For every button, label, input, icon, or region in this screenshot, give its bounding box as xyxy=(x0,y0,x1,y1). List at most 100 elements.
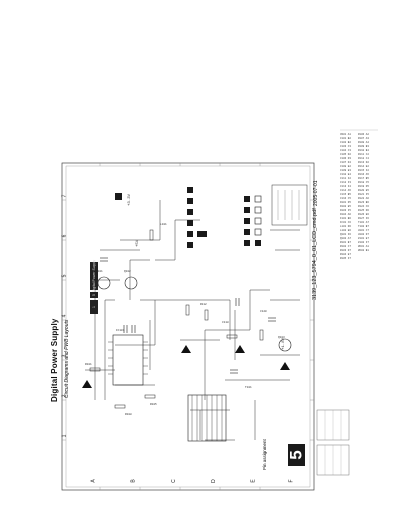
svg-text:R115 F2: R115 F2 xyxy=(358,169,369,172)
svg-text:D101 D5: D101 D5 xyxy=(340,201,351,204)
grid-column-5: 5 xyxy=(61,274,68,278)
svg-text:C111 F2: C111 F2 xyxy=(340,177,351,180)
svg-text:D103 F5: D103 F5 xyxy=(340,209,351,212)
svg-text:C109 E3: C109 E3 xyxy=(340,169,351,172)
svg-text:R123 B6: R123 B6 xyxy=(358,201,369,204)
grid-row-d: D xyxy=(210,479,217,483)
ic-pins xyxy=(108,341,148,375)
svg-text:ZD02 B1: ZD02 B1 xyxy=(358,249,369,252)
svg-text:Q102 A7: Q102 A7 xyxy=(340,237,351,240)
svg-text:L101: L101 xyxy=(160,223,167,226)
svg-text:L101 D6: L101 D6 xyxy=(340,225,351,228)
transistor-q1 xyxy=(97,276,111,290)
grid-row-b: B xyxy=(130,479,137,483)
svg-text:R114 E2: R114 E2 xyxy=(358,165,369,168)
svg-text:R109 B3: R109 B3 xyxy=(358,145,369,148)
svg-text:R101 B7: R101 B7 xyxy=(340,241,351,244)
svg-text:C114 A5: C114 A5 xyxy=(340,189,351,192)
svg-text:ZD01 A1: ZD01 A1 xyxy=(358,245,369,248)
svg-text:R125 D6: R125 D6 xyxy=(358,209,369,212)
output-pads xyxy=(115,187,261,248)
svg-text:R107 A3: R107 A3 xyxy=(358,137,369,140)
voltage-label-a: +3.3V xyxy=(128,193,132,206)
grid-column-3: 3 xyxy=(61,354,68,358)
svg-text:R105 F7: R105 F7 xyxy=(340,257,351,260)
svg-text:D104 A6: D104 A6 xyxy=(340,213,351,216)
svg-text:C101 B2: C101 B2 xyxy=(340,137,351,140)
svg-text:IC101: IC101 xyxy=(116,329,125,332)
svg-text:Z102 F7: Z102 F7 xyxy=(358,241,369,244)
svg-text:U102 D7: U102 D7 xyxy=(358,233,369,236)
svg-text:R112: R112 xyxy=(200,303,207,306)
svg-text:Z101 E7: Z101 E7 xyxy=(358,237,369,240)
svg-text:R117 B5: R117 B5 xyxy=(358,177,369,180)
svg-text:D102 E5: D102 E5 xyxy=(340,205,351,208)
grid-column-6: 6 xyxy=(61,234,68,238)
svg-text:R121 F5: R121 F5 xyxy=(358,193,369,196)
svg-text:C107 D4: C107 D4 xyxy=(340,161,351,164)
grid-column-2: 2 xyxy=(61,394,68,398)
svg-text:T101: T101 xyxy=(245,386,252,389)
svg-text:R116 A5: R116 A5 xyxy=(358,173,369,176)
resistors xyxy=(89,229,264,409)
header-tab-index: 1 xyxy=(90,300,98,314)
svg-text:Q103: Q103 xyxy=(278,336,285,339)
svg-text:Q101 F6: Q101 F6 xyxy=(340,233,351,236)
svg-text:R101: R101 xyxy=(85,363,92,366)
svg-text:C120: C120 xyxy=(260,310,267,313)
svg-text:R119 D5: R119 D5 xyxy=(358,185,369,188)
svg-text:C105 D2: C105 D2 xyxy=(340,153,351,156)
svg-text:R102 C7: R102 C7 xyxy=(340,245,351,248)
svg-text:R122 A6: R122 A6 xyxy=(358,197,369,200)
svg-text:R108: R108 xyxy=(125,413,132,416)
svg-text:Q102: Q102 xyxy=(124,270,131,273)
svg-text:C110 E4: C110 E4 xyxy=(340,173,351,176)
page-title: Digital Power Supply xyxy=(50,318,59,402)
svg-text:R104 E7: R104 E7 xyxy=(340,253,351,256)
svg-text:C112 F3: C112 F3 xyxy=(340,181,351,184)
svg-text:R105: R105 xyxy=(150,403,157,406)
sheet-border xyxy=(61,162,315,491)
svg-text:R120 E5: R120 E5 xyxy=(358,189,369,192)
svg-text:U101 C7: U101 C7 xyxy=(358,229,369,232)
svg-text:C113 F4: C113 F4 xyxy=(340,185,351,188)
svg-text:C104 C3: C104 C3 xyxy=(340,149,351,152)
svg-text:R112 C4: R112 C4 xyxy=(358,157,369,160)
svg-text:R108 A4: R108 A4 xyxy=(358,141,369,144)
page-number-badge: 5 xyxy=(287,444,306,466)
svg-text:R110 B4: R110 B4 xyxy=(358,149,369,152)
voltage-label-b: +5V xyxy=(136,239,140,247)
transistor-q2 xyxy=(124,276,138,290)
grid-column-4: 4 xyxy=(61,314,68,318)
grid-column-1: 1 xyxy=(61,434,68,438)
grid-row-e: E xyxy=(250,479,257,483)
svg-text:IC01 C6: IC01 C6 xyxy=(340,221,351,224)
sheet-inner-border xyxy=(65,165,311,488)
grid-row-a: A xyxy=(90,479,97,483)
svg-text:F101 B6: F101 B6 xyxy=(340,217,351,220)
svg-text:CN01 A1: CN01 A1 xyxy=(340,133,351,136)
svg-text:R118 C5: R118 C5 xyxy=(358,181,369,184)
pin-assignment-rows xyxy=(277,190,300,220)
svg-text:C116 C5: C116 C5 xyxy=(340,197,351,200)
svg-text:C108 E2: C108 E2 xyxy=(340,165,351,168)
grid-row-c: C xyxy=(170,479,177,483)
svg-text:R113 D2: R113 D2 xyxy=(358,161,369,164)
svg-text:R111 C2: R111 C2 xyxy=(358,153,369,156)
output-pads-hollow xyxy=(254,195,262,236)
svg-text:T102 B7: T102 B7 xyxy=(358,225,369,228)
svg-text:C118: C118 xyxy=(222,321,229,324)
svg-text:C106 D3: C106 D3 xyxy=(340,157,351,160)
svg-text:C102 B2: C102 B2 xyxy=(340,141,351,144)
svg-text:R127 F6: R127 F6 xyxy=(358,217,369,220)
pin-assignment-note: Pin assignment xyxy=(262,439,267,470)
svg-text:C103 C3: C103 C3 xyxy=(340,145,351,148)
svg-text:T101 A7: T101 A7 xyxy=(358,221,369,224)
voltage-label-c: +1.8V xyxy=(282,337,286,350)
grid-row-f: F xyxy=(288,479,295,483)
svg-text:R126 E6: R126 E6 xyxy=(358,213,369,216)
